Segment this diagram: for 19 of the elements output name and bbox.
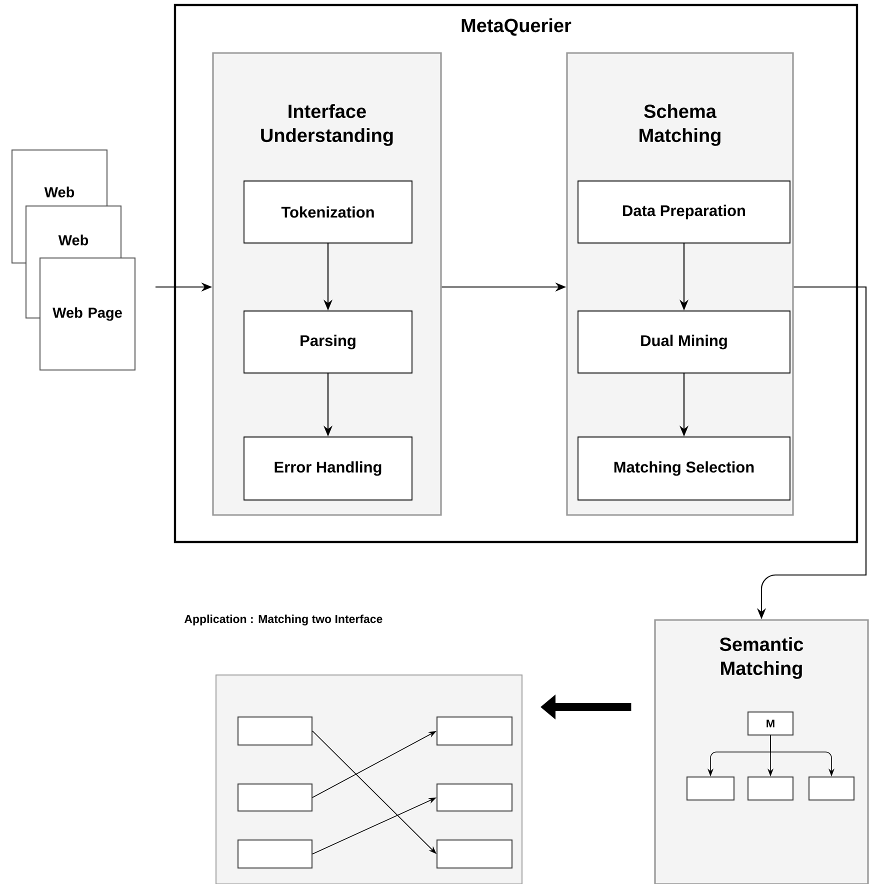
label-box: M — [748, 712, 794, 736]
process-box: Tokenization — [244, 180, 412, 244]
empty-box — [238, 784, 312, 812]
arrow — [312, 730, 436, 854]
process-box: Data Preparation — [578, 180, 790, 244]
process-box: Parsing — [244, 310, 412, 374]
empty-box — [436, 716, 512, 746]
empty-box — [808, 776, 854, 800]
node-label: Application : Matching two Interface — [184, 614, 382, 626]
empty-box — [686, 776, 734, 800]
empty-box — [238, 840, 312, 868]
empty-box — [748, 776, 794, 800]
process-box: Error Handling — [244, 436, 412, 500]
empty-box — [436, 784, 512, 812]
empty-box — [436, 840, 512, 868]
empty-box — [238, 716, 312, 746]
process-box: Matching Selection — [578, 436, 790, 500]
process-box: Dual Mining — [578, 310, 790, 374]
page-box: Web Page — [40, 258, 136, 370]
